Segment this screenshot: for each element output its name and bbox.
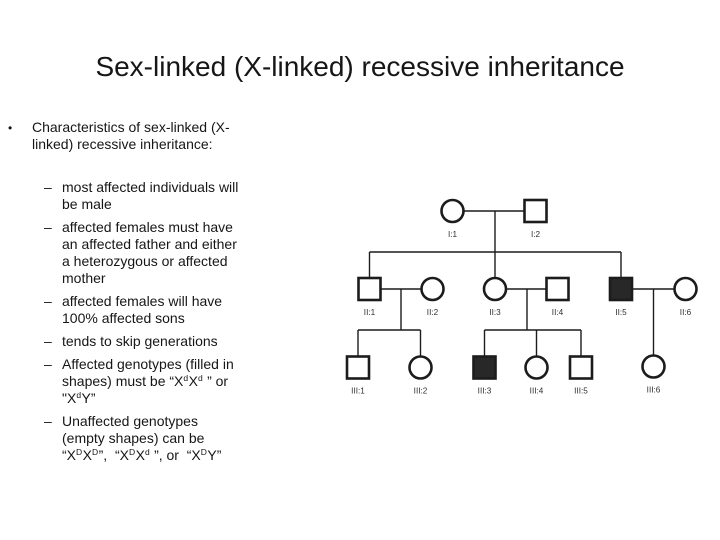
individual-label: III:2 (414, 387, 428, 396)
individual-label: III:6 (647, 386, 661, 395)
individual-label: I:2 (531, 230, 541, 239)
bullet-block: • Characteristics of sex-linked (X- link… (8, 119, 330, 470)
individual-ii-4 (545, 276, 570, 302)
sub-bullet-text: tends to skip generations (62, 333, 218, 349)
sub-bullet: –tends to skip generations (44, 333, 330, 350)
sub-bullet-text: Unaffected genotypes(empty shapes) can b… (62, 413, 222, 463)
individual-ii-5 (608, 276, 634, 302)
dash-icon: – (44, 333, 52, 349)
bullet-icon: • (8, 121, 13, 135)
dash-icon: – (44, 219, 52, 235)
main-bullet-line: linked) recessive inheritance: (32, 136, 213, 152)
individual-label: II:2 (427, 308, 439, 317)
main-bullet: • Characteristics of sex-linked (X- link… (8, 119, 330, 153)
individual-ii-3 (482, 276, 508, 302)
dash-icon: – (44, 356, 52, 372)
individual-label: II:6 (680, 308, 692, 317)
individual-iii-5 (568, 355, 594, 380)
dash-icon: – (44, 179, 52, 195)
individual-i-1 (440, 198, 465, 224)
main-bullet-line: Characteristics of sex-linked (X- (32, 119, 230, 135)
individual-iii-6 (641, 354, 666, 379)
individual-label: I:1 (448, 230, 458, 239)
main-bullet-text: Characteristics of sex-linked (X- linked… (32, 119, 230, 153)
individual-label: III:3 (478, 387, 492, 396)
dash-icon: – (44, 413, 52, 429)
individual-label: III:1 (351, 387, 365, 396)
individual-iii-4 (524, 355, 549, 380)
individual-iii-2 (408, 355, 433, 380)
individual-i-2 (523, 198, 548, 224)
individual-label: III:4 (530, 387, 544, 396)
individual-ii-6 (673, 276, 698, 302)
individual-iii-1 (345, 355, 371, 380)
individual-ii-1 (357, 276, 382, 302)
individual-iii-3 (472, 355, 497, 380)
individual-ii-2 (420, 276, 445, 302)
individual-label: II:4 (552, 308, 564, 317)
dash-icon: – (44, 293, 52, 309)
individual-label: III:5 (574, 387, 588, 396)
individual-label: II:3 (489, 308, 501, 317)
sub-bullet: –Unaffected genotypes(empty shapes) can … (44, 413, 330, 464)
individual-label: II:1 (364, 308, 376, 317)
slide-title: Sex-linked (X-linked) recessive inherita… (95, 51, 625, 82)
individual-label: II:5 (615, 308, 627, 317)
